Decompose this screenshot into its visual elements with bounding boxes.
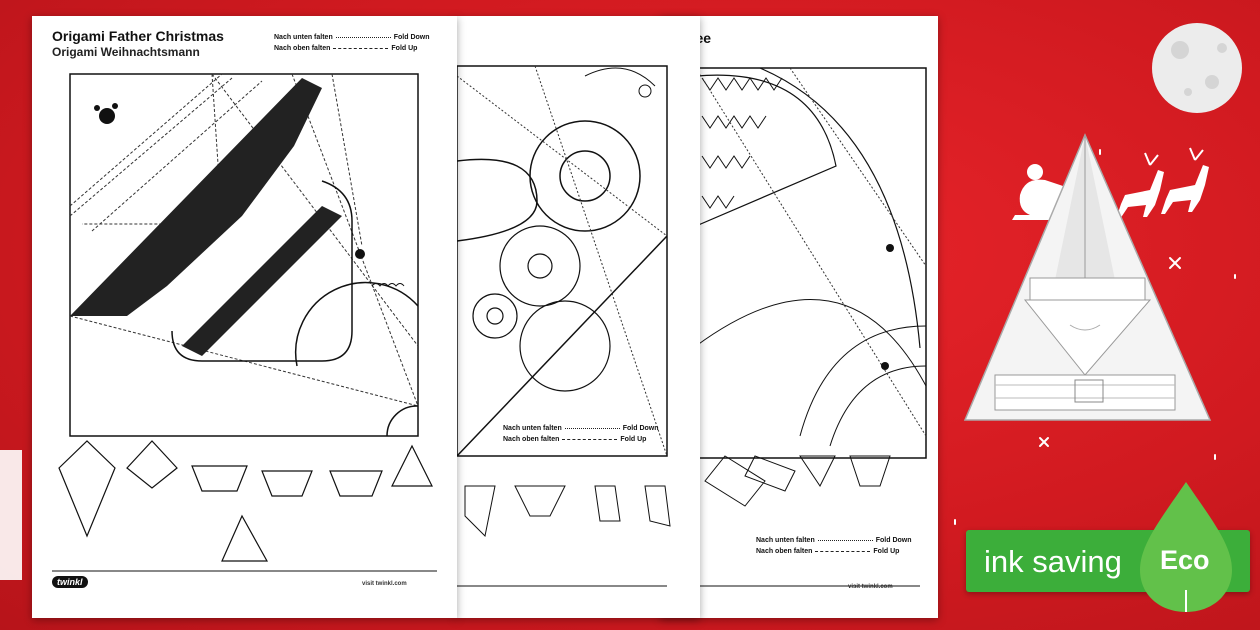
reindeer-icon bbox=[1116, 147, 1209, 219]
sheet-title: Origami Father Christmas bbox=[52, 28, 224, 44]
fold-up-de: Nach oben falten bbox=[274, 45, 331, 52]
sparkle-icon bbox=[954, 149, 1236, 525]
scissors-icon bbox=[94, 103, 118, 124]
twinkl-logo: twinkl bbox=[52, 576, 88, 588]
fold-legend: Nach unten falten Fold Down Nach oben fal… bbox=[503, 423, 659, 445]
fold-down-en: Fold Down bbox=[875, 537, 912, 544]
eco-label: Eco bbox=[1160, 545, 1210, 575]
fold-up-de: Nach oben falten bbox=[503, 436, 560, 443]
fold-up-en: Fold Up bbox=[620, 436, 647, 443]
worksheet-front: Origami Father Christmas Origami Weihnac… bbox=[32, 16, 457, 618]
fold-down-de: Nach unten falten bbox=[503, 425, 562, 432]
origami-santa-model bbox=[963, 133, 1212, 421]
fold-legend: Nach unten falten Fold Down Nach oben fal… bbox=[274, 32, 430, 54]
fold-up-de: Nach oben falten bbox=[756, 548, 813, 555]
fold-up-en: Fold Up bbox=[391, 45, 418, 52]
santa-fold-pattern bbox=[52, 73, 437, 572]
footer-url: visit twinkl.com bbox=[362, 581, 407, 587]
fold-down-en: Fold Down bbox=[622, 425, 659, 432]
moon-icon bbox=[1152, 23, 1242, 113]
fold-down-en: Fold Down bbox=[393, 34, 430, 41]
ink-saving-text: ink saving bbox=[984, 544, 1122, 579]
fold-up-en: Fold Up bbox=[873, 548, 900, 555]
fold-down-de: Nach unten falten bbox=[274, 34, 333, 41]
fold-legend: Nach unten falten Fold Down Nach oben fal… bbox=[756, 535, 912, 557]
footer-url: visit twinkl.com bbox=[848, 584, 893, 590]
fold-down-de: Nach unten falten bbox=[756, 537, 815, 544]
tree-pattern bbox=[695, 67, 927, 587]
ornament-pattern bbox=[456, 65, 671, 587]
worksheet-middle: Nach unten falten Fold Down Nach oben fal… bbox=[455, 16, 700, 618]
sheet-subtitle: Origami Weihnachtsmann bbox=[52, 45, 200, 59]
